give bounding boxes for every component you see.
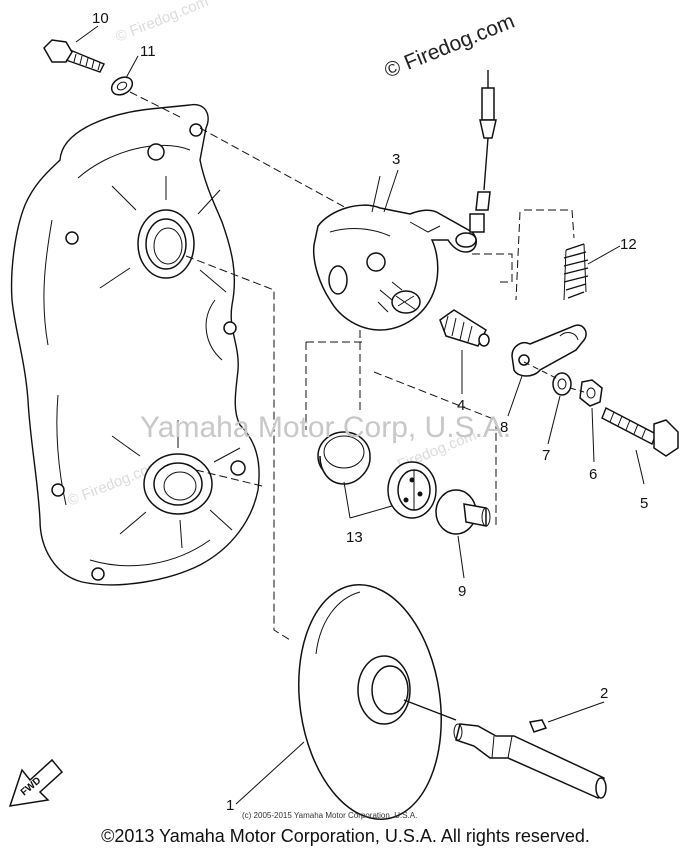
ring-13b bbox=[387, 461, 437, 519]
cup-13a bbox=[317, 431, 371, 485]
callout-1: 1 bbox=[226, 797, 234, 814]
lever-housing-3 bbox=[312, 204, 477, 331]
spring-12 bbox=[563, 243, 589, 301]
callout-7: 7 bbox=[542, 447, 550, 464]
callout-5: 5 bbox=[640, 495, 648, 512]
callout-2: 2 bbox=[600, 685, 608, 702]
bolt-5 bbox=[601, 407, 679, 457]
callout-6: 6 bbox=[589, 466, 597, 483]
callout-3: 3 bbox=[392, 151, 400, 168]
cam-9 bbox=[435, 489, 491, 535]
nut-6 bbox=[579, 379, 603, 407]
washer-7 bbox=[552, 372, 572, 396]
watermark-center: Yamaha Motor Corp, U.S.A. bbox=[140, 411, 511, 444]
adjuster-4 bbox=[439, 309, 490, 347]
callout-10: 10 bbox=[92, 10, 109, 27]
lever-plate-8 bbox=[511, 324, 587, 377]
bolt-10 bbox=[43, 39, 105, 73]
callout-13: 13 bbox=[346, 529, 363, 546]
small-copyright: (c) 2005-2015 Yamaha Motor Corporation, … bbox=[242, 811, 417, 820]
case-cover bbox=[10, 103, 260, 586]
callout-12: 12 bbox=[620, 236, 637, 253]
fwd-arrow-icon: FWD bbox=[8, 758, 64, 807]
shaft bbox=[453, 723, 607, 800]
callout-4: 4 bbox=[457, 397, 465, 414]
callout-11: 11 bbox=[140, 43, 156, 60]
key-2 bbox=[528, 719, 548, 733]
cable-rod bbox=[469, 70, 497, 233]
watermark-top-right: © Firedog.com bbox=[381, 10, 518, 83]
callout-8: 8 bbox=[500, 419, 508, 436]
callout-9: 9 bbox=[458, 583, 466, 600]
sheave-1 bbox=[298, 583, 457, 821]
watermark-faint-top: © Firedog.com bbox=[113, 0, 211, 46]
copyright-footer: ©2013 Yamaha Motor Corporation, U.S.A. A… bbox=[101, 826, 590, 846]
washer-11 bbox=[110, 76, 134, 96]
